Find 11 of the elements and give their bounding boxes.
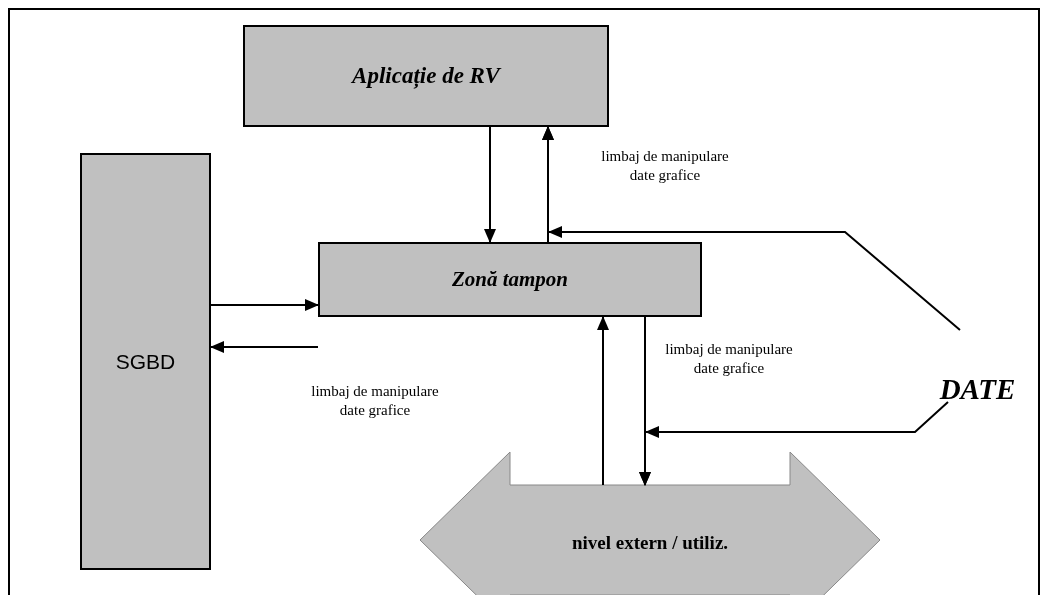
arrow xyxy=(484,126,496,243)
process-box: Zonă tampon xyxy=(318,242,702,317)
arrow xyxy=(542,126,961,331)
arrow xyxy=(210,341,319,353)
process-box: Aplicație de RV xyxy=(243,25,609,127)
process-box: SGBD xyxy=(80,153,211,570)
double-arrow-shape: nivel extern / utiliz. xyxy=(420,452,880,595)
arrow xyxy=(597,316,609,486)
data-label: DATE xyxy=(925,370,1030,410)
arrow xyxy=(210,299,319,311)
arrow xyxy=(639,401,949,486)
